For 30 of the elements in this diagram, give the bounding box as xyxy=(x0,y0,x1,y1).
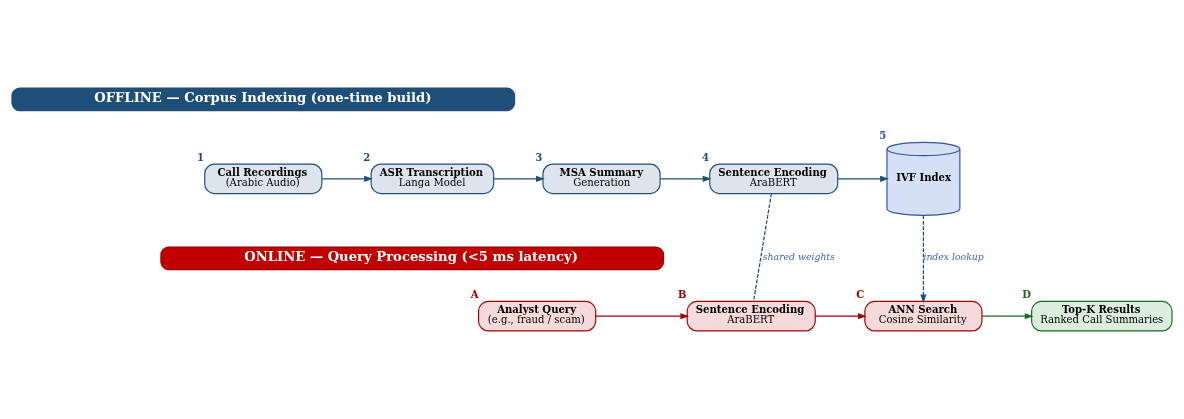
node-label: 3 xyxy=(535,151,543,163)
node-label: 5 xyxy=(879,129,887,141)
arrow xyxy=(493,175,545,182)
node-box: Sentence Encoding AraBERT xyxy=(709,163,839,195)
arrow xyxy=(595,313,690,320)
node-label: 2 xyxy=(363,151,371,163)
arrow xyxy=(981,313,1034,320)
arrow xyxy=(321,175,373,182)
node-label: D xyxy=(1022,288,1032,300)
node-box: MSA Summary Generation xyxy=(542,163,661,195)
connector xyxy=(752,193,772,302)
node-box: ASR Transcription Langa Model xyxy=(370,163,495,195)
node-box: OFFLINE — Corpus Indexing (one-time build) xyxy=(11,87,516,112)
arrow xyxy=(814,313,867,320)
node-label: 4 xyxy=(701,151,709,163)
edge-label: shared weights xyxy=(762,251,835,262)
node-box: ONLINE — Query Processing (<5 ms latency) xyxy=(160,246,665,271)
node-label: C xyxy=(856,288,865,300)
node-box: Call Recordings (Arabic Audio) xyxy=(204,163,323,195)
arrow xyxy=(659,175,712,182)
edge-label: index lookup xyxy=(923,251,984,262)
node-label: B xyxy=(677,288,687,300)
node-box: ANN Search Cosine Similarity xyxy=(864,300,983,332)
node-box: Top-K Results Ranked Call Summaries xyxy=(1031,300,1173,332)
node-label: A xyxy=(470,288,479,300)
node-box: Analyst Query (e.g., fraud / scam) xyxy=(477,300,597,332)
arrow xyxy=(920,215,927,304)
arrow xyxy=(837,175,889,182)
node-box: Sentence Encoding AraBERT xyxy=(686,300,816,332)
node-label: 1 xyxy=(196,151,204,163)
